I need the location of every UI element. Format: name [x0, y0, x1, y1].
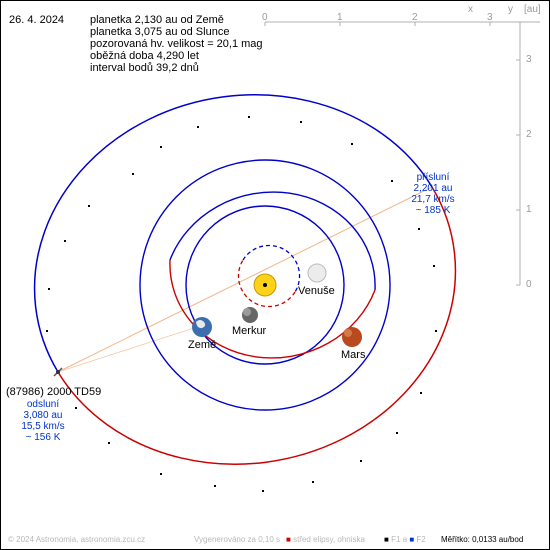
legend-blue-dot: ■: [409, 535, 415, 544]
footer-copyright: © 2024 Astronomia, astronomia.zcu.cz: [8, 535, 146, 544]
mars-planet: [342, 327, 362, 347]
x-axis-letter: x: [468, 4, 473, 15]
mars-orbit-south: [169, 259, 376, 359]
aphelion-speed: 15,5 km/s: [21, 421, 65, 432]
footer-generated: Vygenerováno za 0,10 s: [194, 535, 280, 544]
y-tick-label: 0: [526, 279, 532, 290]
legend-black-dot: ■: [384, 535, 389, 544]
mars-orbit-north: [169, 191, 376, 291]
venus-planet: [307, 263, 327, 283]
perihelion-temperature: ~ 185 K: [415, 205, 451, 216]
asteroid-label: (87986) 2000 TD59: [6, 386, 102, 398]
asteroid-orbit-points: [46, 116, 437, 492]
info-magnitude: pozorovaná hv. velikost = 20,1 mag: [90, 38, 263, 50]
venus-label: Venuše: [298, 285, 335, 297]
earth-planet: [192, 317, 212, 337]
aphelion-info: odsluní 3,080 au 15,5 km/s ~ 156 K: [4, 399, 82, 443]
y-axis-letter: y: [508, 4, 513, 15]
x-tick-label: 0: [262, 12, 268, 23]
mars-label: Mars: [341, 349, 366, 361]
asteroid-orbit-north: [33, 94, 433, 373]
aphelion-title: odsluní: [26, 399, 60, 410]
earth-label: Země: [188, 339, 217, 351]
legend-red-dot: ■: [286, 535, 291, 544]
x-axis: [264, 21, 540, 26]
y-tick-label: 2: [526, 129, 532, 140]
sun: [253, 273, 277, 297]
perihelion-info: přísluní 2,201 au 21,7 km/s ~ 185 K: [398, 172, 468, 216]
venus-orbit: [185, 205, 345, 365]
x-tick-label: 2: [412, 12, 418, 23]
asteroid-orbit-south: [57, 186, 457, 465]
asteroid-earth-line: [57, 325, 201, 373]
footer-legend-foci: ■ F1 a ■ F2: [384, 535, 426, 544]
mercury-label: Merkur: [232, 325, 267, 337]
perihelion-title: přísluní: [416, 172, 450, 183]
y-tick-label: 1: [526, 204, 532, 215]
y-tick-label: 3: [526, 54, 532, 65]
mercury-planet: [242, 307, 258, 323]
axis-unit: [au]: [524, 4, 541, 15]
x-tick-label: 3: [487, 12, 493, 23]
info-sun-distance: planetka 3,075 au od Slunce: [90, 26, 230, 38]
info-period: oběžná doba 4,290 let: [90, 50, 199, 62]
info-earth-distance: planetka 2,130 au od Země: [90, 14, 224, 26]
x-tick-label: 1: [337, 12, 343, 23]
perihelion-distance: 2,201 au: [413, 183, 453, 194]
footer-legend-center: ■ střed elipsy, ohniska: [286, 535, 365, 544]
perihelion-speed: 21,7 km/s: [411, 194, 455, 205]
aphelion-distance: 3,080 au: [23, 410, 63, 421]
y-axis: [516, 22, 521, 286]
asteroid-marker: [53, 367, 63, 377]
aphelion-temperature: ~ 156 K: [25, 432, 61, 443]
info-interval: interval bodů 39,2 dnů: [90, 62, 199, 74]
footer-scale: Měřítko: 0,0133 au/bod: [441, 535, 524, 544]
earth-orbit: [139, 159, 391, 411]
date-label: 26. 4. 2024: [9, 14, 65, 26]
apsidal-line: [57, 186, 433, 373]
